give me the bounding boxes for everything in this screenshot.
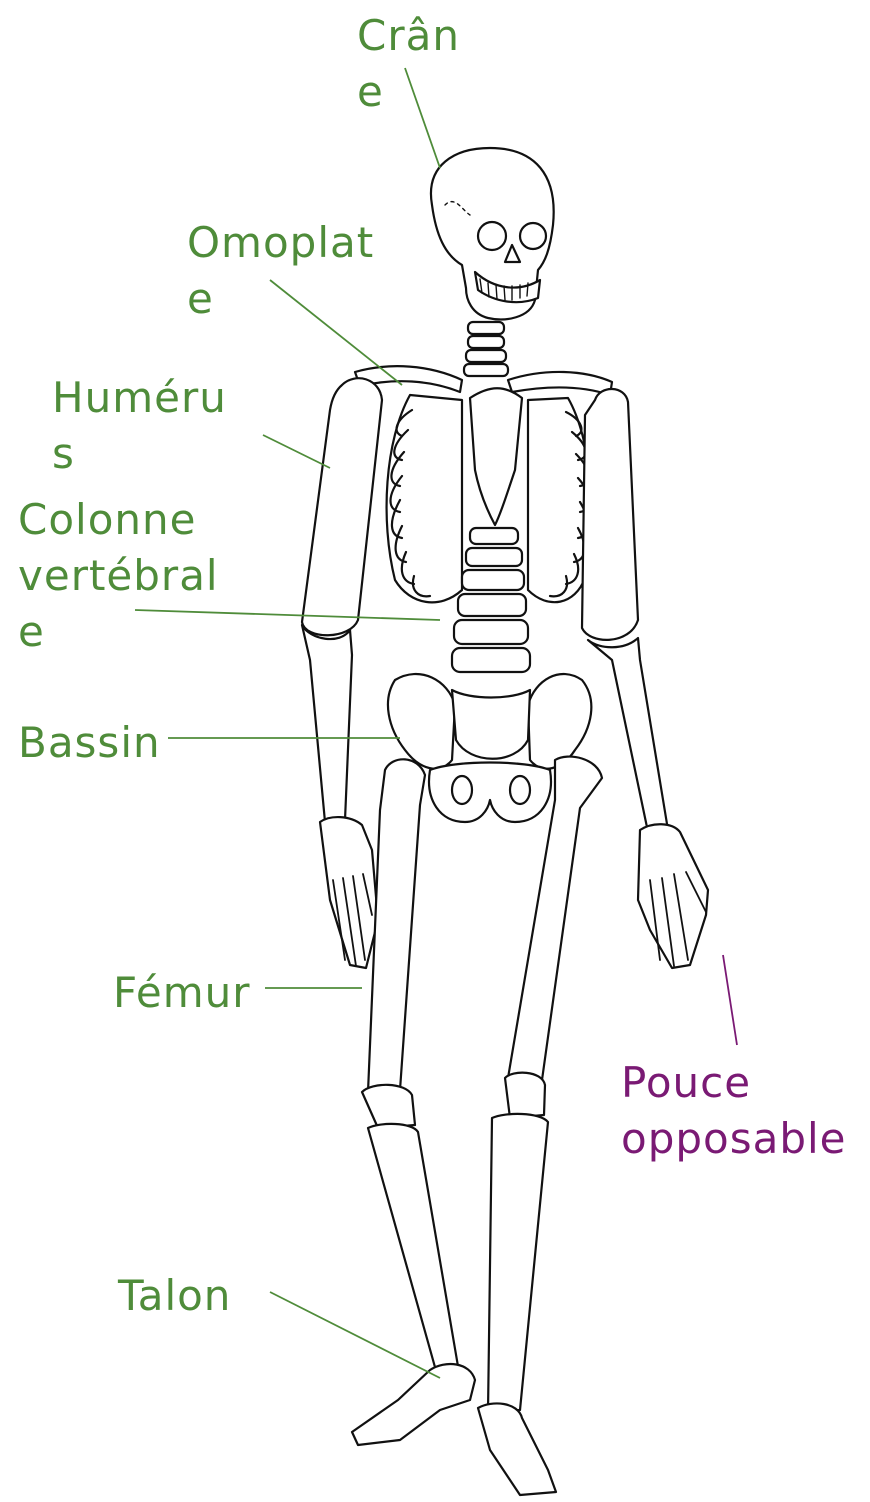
label-omoplate-line2: e xyxy=(187,271,374,327)
label-omoplate: Omoplat e xyxy=(187,215,374,327)
label-humerus: Huméru s xyxy=(52,370,227,482)
label-omoplate-line1: Omoplat xyxy=(187,215,374,271)
label-pouce-line1: Pouce xyxy=(621,1055,847,1111)
label-colonne: Colonne vertébral e xyxy=(18,492,219,660)
label-talon: Talon xyxy=(118,1268,231,1324)
right-arm xyxy=(582,389,708,968)
skull xyxy=(431,148,554,319)
label-pouce: Pouce opposable xyxy=(621,1055,847,1167)
label-colonne-line2: vertébral xyxy=(18,548,219,604)
label-femur: Fémur xyxy=(113,965,251,1021)
leader-talon xyxy=(270,1292,440,1378)
label-crane-line2: e xyxy=(357,64,460,120)
leader-pouce xyxy=(723,955,737,1045)
label-femur-line1: Fémur xyxy=(113,965,251,1021)
label-bassin: Bassin xyxy=(18,715,161,771)
right-clavicle xyxy=(508,372,612,395)
label-crane-line1: Crân xyxy=(357,8,460,64)
right-leg xyxy=(478,757,602,1495)
label-talon-line1: Talon xyxy=(118,1268,231,1324)
label-colonne-line1: Colonne xyxy=(18,492,219,548)
label-colonne-line3: e xyxy=(18,604,219,660)
left-arm xyxy=(302,378,382,968)
label-humerus-line2: s xyxy=(52,426,227,482)
lumbar-spine xyxy=(452,528,530,672)
label-humerus-line1: Huméru xyxy=(52,370,227,426)
cervical-vertebrae xyxy=(464,322,508,376)
label-pouce-line2: opposable xyxy=(621,1111,847,1167)
label-crane: Crân e xyxy=(357,8,460,120)
leader-humerus xyxy=(263,435,330,468)
label-bassin-line1: Bassin xyxy=(18,715,161,771)
